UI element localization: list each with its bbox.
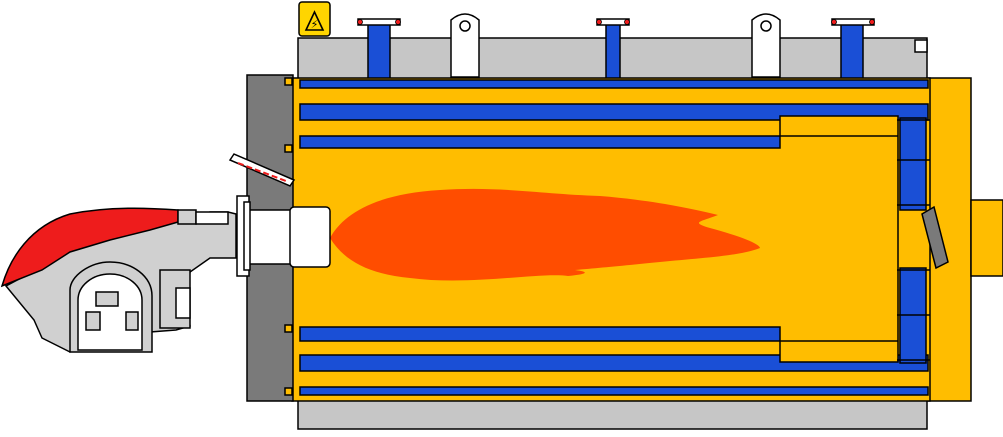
lifting-lug-right [751, 13, 781, 78]
hazard-glyph: ⚡ [311, 18, 319, 31]
top-nozzle-right [831, 18, 875, 84]
inspection-door [921, 205, 949, 270]
reversal-chamber [779, 115, 899, 363]
electric-hazard-icon: ⚡ [298, 1, 331, 37]
sight-glass [228, 153, 296, 187]
top-nozzle-left [357, 18, 401, 84]
rear-tube-plate [897, 117, 930, 364]
lifting-lug-left [450, 13, 480, 78]
top-nozzle-middle [596, 18, 630, 82]
tube-bundle-bottom [299, 326, 929, 396]
flue-outlet [970, 199, 1003, 277]
burner-body [0, 207, 237, 353]
door-hinges [284, 77, 293, 396]
flame [330, 188, 760, 281]
burner-head [236, 195, 331, 277]
tube-bundle-top [299, 79, 929, 149]
